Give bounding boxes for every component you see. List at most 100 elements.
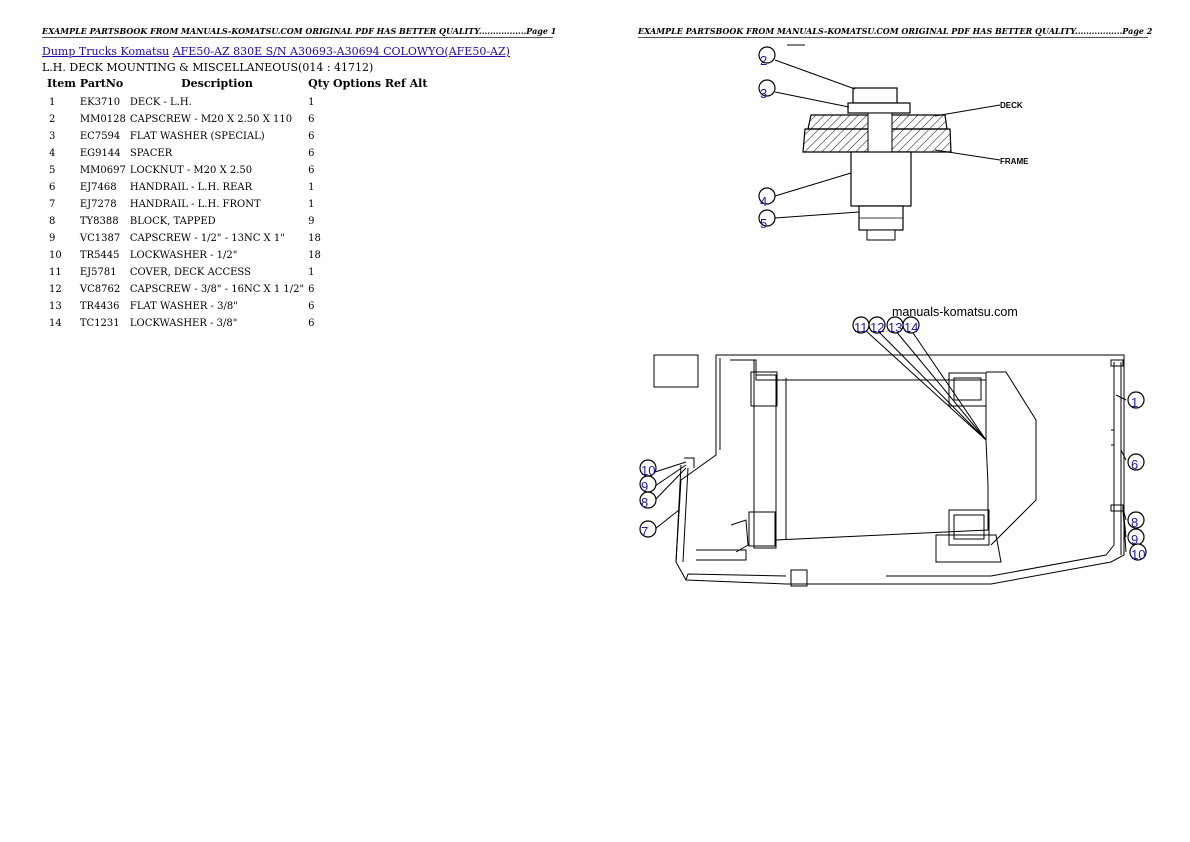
cell-partno: TY8388 (79, 216, 119, 227)
cell-description: CAPSCREW - M20 X 2.50 X 110 (129, 114, 293, 125)
callout-13: 13 (888, 320, 902, 335)
cell-item: 10 (49, 250, 62, 261)
cell-item: 8 (49, 216, 56, 227)
callout-right-9: 9 (1131, 532, 1138, 547)
cell-partno: EJ7468 (79, 182, 117, 193)
callout-left-10: 10 (641, 463, 655, 478)
cell-partno: EK3710 (79, 97, 121, 108)
callout-right-10-circle (1129, 543, 1147, 561)
cell-partno: MM0128 (79, 114, 126, 125)
callout-group-right: 1 6 8 9 10 (1127, 391, 1147, 562)
callout-14-circle (902, 316, 920, 334)
cell-item: 12 (49, 284, 62, 295)
cell-description: FLAT WASHER (SPECIAL) (129, 131, 265, 142)
cell-qty: 1 (308, 182, 315, 193)
callout-12: 12 (870, 320, 884, 335)
cell-description: CAPSCREW - 3/8" - 16NC X 1 1/2" (129, 284, 305, 295)
cell-qty: 6 (308, 284, 315, 295)
cell-item: 6 (49, 182, 56, 193)
callout-left-9: 9 (641, 479, 648, 494)
svg-text:4: 4 (760, 194, 767, 209)
header-partno: PartNo (79, 77, 124, 90)
breadcrumb-link-model[interactable]: AFE50-AZ 830E S/N A30693-A30694 COLOWYO(… (172, 45, 510, 58)
cell-qty: 9 (308, 216, 315, 227)
cell-qty: 1 (308, 199, 315, 210)
cell-partno: VC1387 (79, 233, 121, 244)
callout-left-8-circle (639, 491, 657, 509)
callout-right-1-circle (1127, 391, 1145, 409)
table-row: 7 EJ7278 HANDRAIL - L.H. FRONT 1 (45, 196, 429, 213)
header-refalt: Ref Alt (384, 77, 428, 90)
callout-right-1: 1 (1131, 395, 1138, 410)
cell-qty: 6 (308, 114, 315, 125)
cell-partno: MM0697 (79, 165, 126, 176)
svg-text:3: 3 (760, 86, 767, 101)
cell-item: 3 (49, 131, 56, 142)
deck-plan-diagram: manuals-komatsu.com (639, 305, 1147, 587)
callout-left-7: 7 (641, 524, 648, 539)
callout-11: 11 (854, 320, 868, 335)
breadcrumb: Dump Trucks Komatsu AFE50-AZ 830E S/N A3… (42, 45, 510, 58)
callout-5: 5 (758, 209, 776, 231)
svg-text:2: 2 (760, 53, 767, 68)
callout-left-8: 8 (641, 495, 648, 510)
parts-table: Item PartNo Description Qty Options Ref … (45, 77, 429, 332)
deck-label: DECK (1000, 101, 1023, 110)
page-header-left: EXAMPLE PARTSBOOK FROM MANUALS-KOMATSU.C… (42, 26, 557, 38)
header-item: Item (47, 77, 76, 90)
cell-item: 4 (49, 148, 56, 159)
cell-qty: 18 (308, 233, 321, 244)
callout-left-7-circle (639, 520, 657, 538)
section-title: L.H. DECK MOUNTING & MISCELLANEOUS(014 :… (42, 61, 374, 74)
table-row: 12 VC8762 CAPSCREW - 3/8" - 16NC X 1 1/2"6 (45, 281, 429, 298)
cell-qty: 1 (308, 267, 315, 278)
table-header-row: Item PartNo Description Qty Options Ref … (45, 77, 429, 94)
cell-description: SPACER (129, 148, 173, 159)
breadcrumb-link-category[interactable]: Dump Trucks Komatsu (42, 45, 170, 58)
callout-2: 2 (758, 46, 776, 68)
cell-partno: VC8762 (79, 284, 121, 295)
cell-partno: TR5445 (79, 250, 120, 261)
cell-description: HANDRAIL - L.H. REAR (129, 182, 253, 193)
cell-description: DECK - L.H. (129, 97, 192, 108)
cell-description: CAPSCREW - 1/2" - 13NC X 1" (129, 233, 285, 244)
table-row: 6 EJ7468 HANDRAIL - L.H. REAR 1 (45, 179, 429, 196)
svg-text:5: 5 (760, 216, 767, 231)
cell-description: HANDRAIL - L.H. FRONT (129, 199, 261, 210)
callout-3: 3 (758, 79, 776, 101)
cell-qty: 6 (308, 131, 315, 142)
cell-qty: 6 (308, 165, 315, 176)
cell-qty: 6 (308, 301, 315, 312)
table-row: 4 EG9144 SPACER 6 (45, 145, 429, 162)
watermark: manuals-komatsu.com (892, 305, 1018, 319)
callout-4: 4 (758, 187, 776, 209)
cell-item: 11 (49, 267, 62, 278)
callout-right-6: 6 (1131, 457, 1138, 472)
bolt-section-diagram: DECK FRAME 2 3 4 5 (758, 44, 1029, 241)
cell-partno: EG9144 (79, 148, 121, 159)
cell-partno: TR4436 (79, 301, 120, 312)
cell-partno: EJ7278 (79, 199, 117, 210)
cell-item: 13 (49, 301, 62, 312)
cell-description: LOCKWASHER - 3/8" (129, 318, 238, 329)
frame-label: FRAME (1000, 157, 1029, 166)
callout-14: 14 (904, 320, 918, 335)
callout-right-8: 8 (1131, 515, 1138, 530)
cell-description: LOCKNUT - M20 X 2.50 (129, 165, 253, 176)
cell-qty: 6 (308, 148, 315, 159)
cell-partno: EJ5781 (79, 267, 117, 278)
page-header-right: EXAMPLE PARTSBOOK FROM MANUALS-KOMATSU.C… (638, 26, 1153, 38)
table-row: 3 EC7594 FLAT WASHER (SPECIAL) 6 (45, 128, 429, 145)
header-qty-options-refalt: Qty Options Ref Alt (306, 77, 429, 94)
header-description: Description (181, 77, 253, 90)
callout-12-circle (868, 316, 886, 334)
cell-item: 7 (49, 199, 56, 210)
callout-right-10: 10 (1131, 547, 1145, 562)
cell-partno: EC7594 (79, 131, 121, 142)
callout-right-6-circle (1127, 453, 1145, 471)
cell-partno: TC1231 (79, 318, 120, 329)
